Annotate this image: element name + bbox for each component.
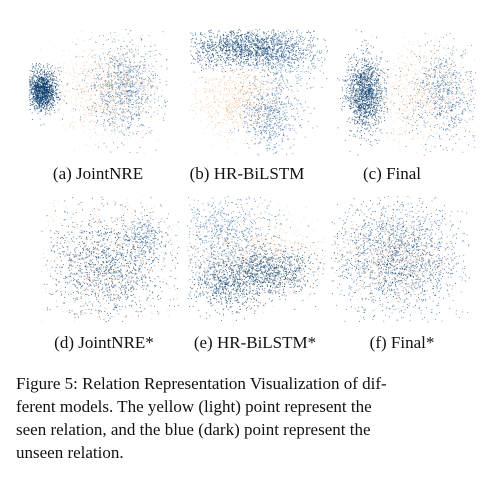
scatter-panel-e <box>186 195 326 323</box>
subcaption-b: (b) HR-BiLSTM <box>189 164 305 183</box>
caption-line-3: seen relation, and the blue (dark) point… <box>16 420 371 439</box>
scatter-plot-b <box>189 29 328 156</box>
subcaption-d: (d) JointNRE* <box>54 333 154 352</box>
subcaption-a: (a) JointNRE <box>52 164 144 183</box>
subcaption-f: (f) Final* <box>369 333 435 352</box>
caption-line-1: Figure 5: Relation Representation Visual… <box>16 374 387 393</box>
scatter-panel-a <box>28 28 168 156</box>
subcaption-e: (e) HR-BiLSTM* <box>193 333 317 352</box>
subcaption-c: (c) Final <box>362 164 422 183</box>
scatter-plot-c <box>337 29 476 156</box>
scatter-panel-c <box>336 28 476 156</box>
scatter-panel-f <box>330 195 470 323</box>
scatter-plot-f <box>331 196 470 323</box>
scatter-plot-a <box>29 29 168 154</box>
scatter-panel-b <box>188 28 328 156</box>
scatter-plot-d <box>41 196 180 322</box>
figure-caption: Figure 5: Relation Representation Visual… <box>16 372 478 464</box>
caption-line-4: unseen relation. <box>16 443 124 462</box>
caption-line-2: ferent models. The yellow (light) point … <box>16 397 372 416</box>
scatter-plot-e <box>187 196 326 321</box>
scatter-panel-d <box>40 195 180 323</box>
